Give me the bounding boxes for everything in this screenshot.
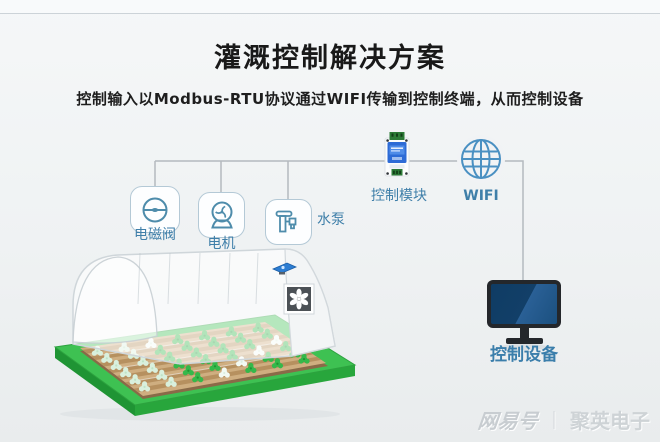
greenhouse-left-arch	[72, 256, 158, 344]
motor-card	[198, 192, 245, 238]
motor-icon	[210, 201, 233, 229]
greenhouse-illustration	[53, 248, 357, 421]
water-pump-label: 水泵	[317, 212, 345, 228]
monitor-shadow	[500, 344, 548, 350]
monitor-screen	[491, 284, 557, 324]
ground-shadow	[60, 407, 340, 421]
water-pump-card	[265, 199, 312, 245]
wifi-globe-icon	[457, 135, 505, 183]
watermark-divider: ｜	[545, 410, 563, 432]
motor-label: 电机	[207, 236, 236, 252]
top-divider-bar	[0, 0, 660, 14]
valve-icon	[142, 197, 168, 222]
page-title: 灌溉控制解决方案	[214, 43, 446, 74]
control-module-label: 控制模块	[371, 188, 427, 204]
solenoid-valve-label: 电磁阀	[134, 227, 176, 243]
solenoid-valve-card	[130, 186, 180, 233]
exhaust-fan-icon	[283, 283, 315, 315]
watermark-account: 聚英电子	[570, 409, 650, 433]
pump-icon	[275, 210, 296, 233]
greenhouse-ribs	[137, 252, 259, 305]
control-module-device-icon	[384, 132, 410, 177]
watermark-platform: 网易号	[476, 409, 540, 433]
watermark: 网易号 ｜ 聚英电子	[476, 405, 650, 434]
wifi-label: WIFI	[463, 188, 499, 204]
page-subtitle: 控制输入以Modbus-RTU协议通过WIFI传输到控制终端，从而控制设备	[76, 90, 584, 108]
monitor-icon	[487, 280, 561, 350]
camera-icon	[272, 262, 297, 275]
control-device-label: 控制设备	[490, 345, 558, 365]
